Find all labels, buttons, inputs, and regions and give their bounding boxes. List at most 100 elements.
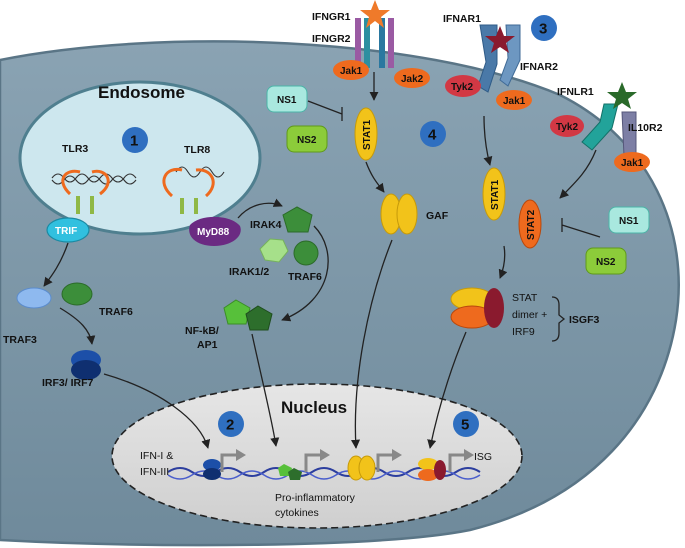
step-badge-1: 1: [122, 127, 148, 153]
isgf3-bound-dna: [418, 449, 474, 481]
ns2-right-node: NS2: [585, 247, 627, 275]
svg-text:MyD88: MyD88: [197, 227, 230, 238]
ns1-left-node: NS1: [266, 85, 308, 113]
arrow-traf-irf: [59, 307, 96, 345]
svg-text:TRIF: TRIF: [55, 226, 77, 237]
ns1-right-inhibition: [561, 218, 601, 238]
svg-text:3: 3: [539, 21, 547, 38]
ns1-left-inhibition: [307, 100, 343, 121]
jak1-ifnlr-node: Jak1: [614, 152, 650, 172]
myd88-node: MyD88: [189, 216, 241, 246]
ns2-left-node: NS2: [286, 125, 328, 153]
tlr8-stalk: [180, 198, 198, 214]
ns1-right-node: NS1: [608, 206, 650, 234]
svg-text:NS1: NS1: [277, 95, 297, 106]
tlr3-label: TLR3: [62, 143, 88, 155]
irak4-node: [282, 206, 313, 233]
isgf3-complex: [450, 287, 504, 329]
jak1-ifngr-node: Jak1: [333, 60, 369, 80]
irf3-irf7-label: IRF3/ IRF7: [42, 377, 94, 389]
svg-text:STAT1: STAT1: [362, 119, 373, 150]
gaf-bound-dna: [347, 449, 402, 481]
irf3-irf7-node: [71, 350, 101, 380]
arrow-irak-nfkb: [281, 225, 329, 322]
il10r2-label: IL10R2: [628, 122, 663, 134]
traf6-trif-node: [61, 282, 93, 306]
svg-text:Jak1: Jak1: [340, 66, 363, 77]
arrow-stats-isgf3: [498, 245, 508, 279]
isgf3-component-1: STAT: [512, 292, 538, 304]
tlr8-receptor: [162, 167, 215, 198]
traf3-label: TRAF3: [3, 334, 37, 346]
arrow-trif-traf3: [43, 242, 69, 287]
ifnar-receptor: [477, 24, 521, 93]
isgf3-component-3: IRF9: [512, 326, 535, 338]
tlr3-receptor: [61, 169, 110, 196]
viral-rna-tlr8: [175, 166, 225, 178]
arrow-gaf-nucleus: [350, 239, 393, 449]
nfkb-bound-dna: [278, 449, 330, 480]
step-badge-3: 3: [531, 15, 557, 41]
stat1-gamma-node: STAT1: [354, 107, 378, 161]
svg-text:Jak1: Jak1: [621, 158, 644, 169]
irak12-label: IRAK1/2: [229, 266, 269, 278]
ifnar1-label: IFNAR1: [443, 13, 481, 25]
svg-text:1: 1: [130, 133, 138, 150]
irak12-node: [259, 238, 289, 263]
isgf3-brace: [551, 296, 566, 342]
svg-text:STAT1: STAT1: [490, 179, 501, 210]
svg-text:Tyk2: Tyk2: [556, 122, 578, 133]
nfkb-ap1-label-2: AP1: [197, 339, 218, 351]
svg-text:5: 5: [461, 417, 469, 434]
ifnar2-label: IFNAR2: [520, 61, 558, 73]
isgf3-component-2: dimer +: [512, 309, 547, 321]
svg-text:NS2: NS2: [297, 135, 317, 146]
ifnlr-receptor: [581, 82, 637, 157]
svg-text:2: 2: [226, 417, 234, 434]
jak2-ifngr-node: Jak2: [394, 68, 430, 88]
ifngr2-label: IFNGR2: [312, 33, 351, 45]
traf6-trif-label: TRAF6: [99, 306, 133, 318]
nucleus-label: Nucleus: [281, 398, 347, 417]
step-badge-4: 4: [420, 121, 446, 147]
arrow-nfkb-nucleus: [251, 333, 280, 447]
nfkb-ap1-label-1: NF-kB/: [185, 325, 219, 337]
step-badge-2: 2: [218, 411, 244, 437]
tlr8-label: TLR8: [184, 144, 210, 156]
gaf-node: [380, 193, 418, 235]
svg-text:NS2: NS2: [596, 257, 616, 268]
arrow-myd88-irak4: [237, 198, 283, 219]
trif-node: TRIF: [46, 217, 90, 243]
cytokines-label-2: cytokines: [275, 507, 319, 519]
arrow-stat1-gaf: [365, 161, 385, 193]
jak1-ifnar-node: Jak1: [496, 90, 532, 110]
tyk2-ifnar-node: Tyk2: [445, 75, 481, 97]
isgf3-label: ISGF3: [569, 314, 600, 326]
svg-text:STAT2: STAT2: [526, 209, 537, 240]
ifngr1-label: IFNGR1: [312, 11, 351, 23]
ifngr-receptor: [355, 0, 394, 68]
tlr3-stalk: [76, 196, 94, 214]
viral-rna-tlr3: [51, 173, 137, 185]
svg-text:Jak1: Jak1: [503, 96, 526, 107]
tyk2-ifnlr-node: Tyk2: [550, 115, 584, 137]
endosome: [18, 80, 262, 236]
gaf-label: GAF: [426, 210, 449, 222]
ifn-output-label-1: IFN-I &: [140, 450, 173, 462]
arrow-ifnlr-stat: [559, 149, 597, 199]
svg-text:Jak2: Jak2: [401, 74, 424, 85]
traf6-myd88-label: TRAF6: [288, 271, 322, 283]
svg-text:4: 4: [428, 127, 437, 144]
svg-text:NS1: NS1: [619, 216, 639, 227]
step-badge-5: 5: [453, 411, 479, 437]
ifnlr1-label: IFNLR1: [557, 86, 594, 98]
nfkb-ap1-node: [223, 299, 273, 331]
stat2-node: STAT2: [518, 199, 542, 249]
ifn-output-label-2: IFN-III: [140, 466, 169, 478]
isg-label: ISG: [474, 451, 492, 463]
stat1-type1-node: STAT1: [482, 167, 506, 221]
irak4-label: IRAK4: [250, 219, 282, 231]
traf3-node: [16, 287, 52, 309]
cytokines-label-1: Pro-inflammatory: [275, 492, 356, 504]
